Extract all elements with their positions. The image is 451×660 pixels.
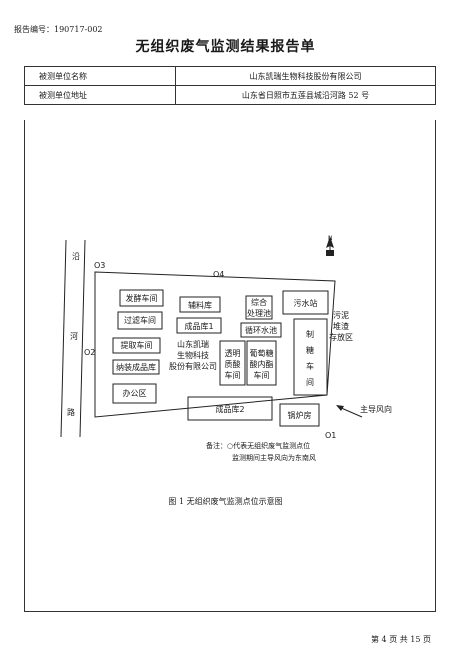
sludge-line-2: 堆渣 xyxy=(333,321,349,331)
road-line-east xyxy=(79,239,86,438)
building-circulating: 循环水池 xyxy=(245,325,277,335)
point-o4: O4 xyxy=(213,270,224,279)
building-comprehensive-2: 处理池 xyxy=(247,308,271,318)
road-char-3: 路 xyxy=(67,407,75,417)
sugar-char-3: 车 xyxy=(306,361,314,371)
wind-label: 主导风向 xyxy=(360,404,392,414)
sugar-char-1: 制 xyxy=(306,329,314,339)
report-number: 报告编号：190717-002 xyxy=(14,25,103,34)
building-extraction: 提取车间 xyxy=(121,340,153,350)
building-filtration: 过滤车间 xyxy=(124,315,156,325)
road-char-1: 沿 xyxy=(72,252,80,261)
glucose-line-3: 车间 xyxy=(254,370,270,380)
sludge-line-1: 污泥 xyxy=(333,310,349,320)
company-line-1: 山东凯瑞 xyxy=(177,339,209,349)
building-fermentation: 发酵车间 xyxy=(126,293,158,303)
company-line-3: 股份有限公司 xyxy=(169,361,217,371)
map-frame xyxy=(24,120,436,612)
wind-arrow-icon xyxy=(336,405,363,418)
note-line-1: 备注：○代表无组织废气监测点位 xyxy=(206,441,310,450)
page-footer: 第 4 页 共 15 页 xyxy=(371,635,431,644)
road-char-2: 河 xyxy=(70,331,78,341)
building-auxiliary: 辅料库 xyxy=(188,300,212,310)
sugar-char-4: 间 xyxy=(306,378,314,387)
building-finished-1: 成品库1 xyxy=(184,321,213,331)
company-line-2: 生物科技 xyxy=(177,350,209,360)
building-comprehensive-1: 综合 xyxy=(251,297,267,307)
point-o1: O1 xyxy=(325,431,336,440)
building-sewage: 污水站 xyxy=(294,298,318,308)
page-title: 无组织废气监测结果报告单 xyxy=(135,39,316,55)
point-o2: O2 xyxy=(84,348,95,357)
point-o3: O3 xyxy=(94,261,105,270)
note-line-2: 监测期间主导风向为东南风 xyxy=(232,453,316,462)
figure-caption: 图 1 无组织废气监测点位示意图 xyxy=(168,497,283,506)
building-office: 办公区 xyxy=(123,388,147,398)
north-arrow-icon: N xyxy=(326,235,334,256)
north-label: N xyxy=(328,235,333,242)
transparent-line-1: 透明 xyxy=(225,349,241,358)
unit-address-label: 被测单位地址 xyxy=(24,85,176,105)
info-table: 被测单位名称 山东凯瑞生物科技股份有限公司 被测单位地址 山东省日照市五莲县城沿… xyxy=(24,66,436,105)
sludge-line-3: 存放区 xyxy=(329,332,353,342)
building-boiler: 锅炉房 xyxy=(288,410,312,420)
unit-address-value: 山东省日照市五莲县城沿河路 52 号 xyxy=(175,85,436,105)
sugar-char-2: 糖 xyxy=(306,345,314,355)
glucose-line-1: 葡萄糖 xyxy=(250,348,274,358)
building-finished-2: 成品库2 xyxy=(215,404,244,414)
building-packaging: 纳装成品库 xyxy=(116,362,156,372)
road-line-west xyxy=(60,239,67,438)
glucose-line-2: 酸内酯 xyxy=(250,359,274,369)
transparent-line-2: 质酸 xyxy=(225,359,241,369)
transparent-line-3: 车间 xyxy=(225,370,241,380)
table-row: 被测单位地址 山东省日照市五莲县城沿河路 52 号 xyxy=(24,85,436,105)
